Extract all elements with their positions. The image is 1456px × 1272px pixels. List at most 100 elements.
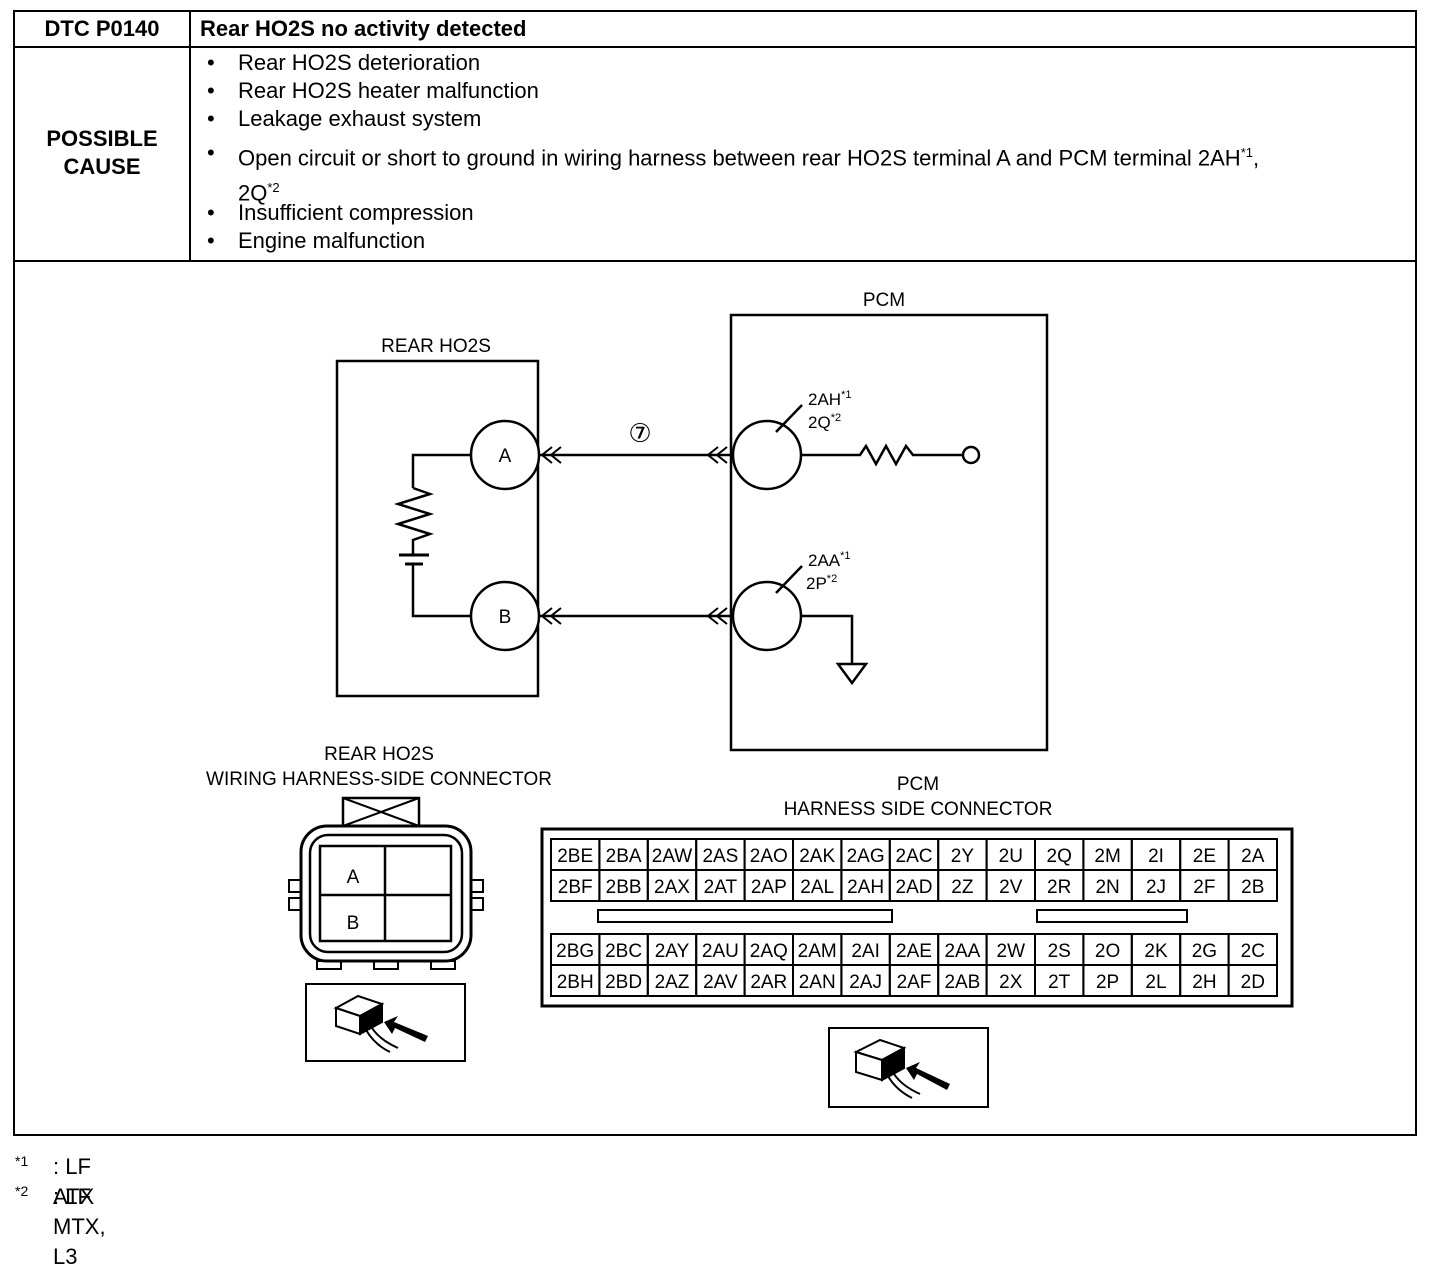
pcm-terminal-label: 2AL [800, 877, 834, 898]
pcm-terminal-cell [1227, 964, 1278, 997]
terminal-b-label: B [499, 607, 512, 628]
sensor-wire-lower [411, 564, 471, 618]
pcm-terminal-label: 2AW [652, 846, 693, 867]
pcm-terminal-label: 2AE [896, 941, 932, 962]
pcm-terminal-label: 2Z [951, 877, 974, 898]
cause-text: Insufficient compression [238, 200, 474, 225]
pcm-terminal-label: 2BB [606, 877, 642, 898]
pcm-term-text: 2AA [808, 551, 841, 570]
pcm-connector-title-line1: PCM [897, 774, 939, 795]
footnote-ref: *1 [840, 550, 850, 562]
footnote-ref: *2 [827, 573, 837, 585]
pcm-terminal-label: 2Q [1047, 846, 1072, 867]
pcm-terminal-label: 2AA [944, 941, 980, 962]
pcm-terminal-label: 2AG [847, 846, 885, 867]
footnote-text: : LF ATX [53, 1154, 95, 1209]
possible-cause-list: Rear HO2S deterioration Rear HO2S heater… [205, 50, 1415, 256]
column-divider [189, 12, 191, 260]
pcm-terminal-label: 2T [1048, 972, 1071, 993]
ho2s-cavity-b: B [347, 913, 360, 934]
pcm-terminal-cell [1227, 869, 1278, 902]
pcm-terminal-label: 2V [999, 877, 1023, 898]
wire-number-label: ⑦ [628, 418, 651, 448]
harness-view-direction-icon [828, 1027, 989, 1108]
connector-arrow-icon [706, 446, 719, 464]
label-line1: POSSIBLE [46, 126, 158, 151]
pcm-terminal-label: 2AB [944, 972, 980, 993]
pcm-terminal-label: 2F [1193, 877, 1215, 898]
cause-text: , [1252, 145, 1260, 171]
dtc-code: DTC P0140 [44, 16, 160, 41]
pcm-box [729, 313, 1049, 752]
pcm-terminal-label: 2AT [704, 877, 738, 898]
pcm-terminal-label: 2P [1096, 972, 1119, 993]
view-wires [365, 1027, 399, 1053]
pcm-terminal-label: 2AY [655, 941, 690, 962]
pcm-term-text: 2P [806, 574, 827, 593]
pcm-terminal-label: 2BE [557, 846, 593, 867]
pcm-label: PCM [863, 290, 905, 311]
footnote-ref: *1 [841, 389, 851, 401]
pcm-terminal-label: 2N [1095, 877, 1119, 898]
pcm-terminal-label: 2BD [605, 972, 642, 993]
rear-ho2s-box [335, 359, 540, 698]
cause-text: Engine malfunction [238, 228, 426, 253]
pcm-terminal-label: 2AJ [849, 972, 882, 993]
pcm-terminal-label: 2AD [896, 877, 933, 898]
footnote-text: : LF MTX, L3 [53, 1184, 106, 1269]
cause-item: Engine malfunction [205, 228, 1415, 256]
pcm-upper-terminal-name: 2AH*1 [808, 389, 851, 409]
pcm-terminal-label: 2BG [556, 941, 594, 962]
view-arrow [384, 1016, 428, 1042]
pcm-terminal-label: 2AX [654, 877, 690, 898]
latch-cross [342, 797, 420, 827]
pcm-terminal-label: 2I [1148, 846, 1164, 867]
pcm-terminal-label: 2AU [702, 941, 739, 962]
pcm-terminal-label: 2AS [702, 846, 738, 867]
sensor-wire-upper [411, 453, 471, 488]
pcm-terminal-label: 2AP [751, 877, 787, 898]
view-icon-frame [305, 983, 466, 1062]
pcm-lower-leader [775, 565, 803, 594]
pcm-terminal-label: 2BC [605, 941, 642, 962]
footnote-ref: *2 [267, 180, 280, 196]
cause-text: Open circuit or short to ground in wirin… [238, 145, 1241, 171]
pcm-terminal-label: 2R [1047, 877, 1071, 898]
dtc-table: DTC P0140 Rear HO2S no activity detected… [13, 10, 1417, 1136]
pcm-terminal-label: 2AZ [655, 972, 690, 993]
pcm-terminal-label: 2B [1241, 877, 1264, 898]
cause-item: Insufficient compression [205, 200, 1415, 228]
pcm-terminal-label: 2J [1146, 877, 1166, 898]
pcm-lower-terminal-circle [731, 580, 803, 652]
view-arrow [906, 1062, 950, 1090]
pcm-terminal-label: 2BH [557, 972, 594, 993]
connector-bottom-tab [430, 960, 456, 970]
pcm-connector-key-left [597, 909, 893, 923]
cause-item: Rear HO2S heater malfunction [205, 78, 1415, 106]
pcm-lower-terminal-name: 2AA*1 [808, 550, 851, 570]
footnote-ref: *1 [1240, 145, 1253, 160]
pcm-lower-terminal-name-alt: 2P*2 [806, 573, 837, 593]
pcm-terminal-label: 2S [1048, 941, 1071, 962]
dtc-title: Rear HO2S no activity detected [200, 16, 527, 41]
pcm-pullup-resistor [801, 443, 963, 467]
cause-item: Open circuit or short to ground in wirin… [205, 138, 1415, 206]
harness-view-direction-icon [305, 983, 466, 1062]
connector-arrow-icon [540, 446, 553, 464]
ground-icon [835, 662, 869, 686]
pcm-connector-title-line2: HARNESS SIDE CONNECTOR [784, 799, 1053, 820]
header-row: DTC P0140 Rear HO2S no activity detected [15, 12, 1415, 48]
connector-arrow-icon [706, 607, 719, 625]
pcm-terminal-label: 2AF [897, 972, 932, 993]
footnote-mark: *2 [15, 1183, 29, 1199]
rear-ho2s-label: REAR HO2S [381, 336, 491, 357]
wiring-diagram: REAR HO2S A B PCM 2AH*1 2Q*2 2AA*1 2P*2 … [206, 290, 1294, 1108]
pcm-terminal-label: 2BF [558, 877, 593, 898]
view-plug-face [881, 1046, 905, 1082]
pcm-terminal-label: 2AR [750, 972, 787, 993]
pcm-terminal-label: 2M [1094, 846, 1120, 867]
pcm-terminal-label: 2AI [851, 941, 880, 962]
pcm-terminal-label: 2AH [847, 877, 884, 898]
